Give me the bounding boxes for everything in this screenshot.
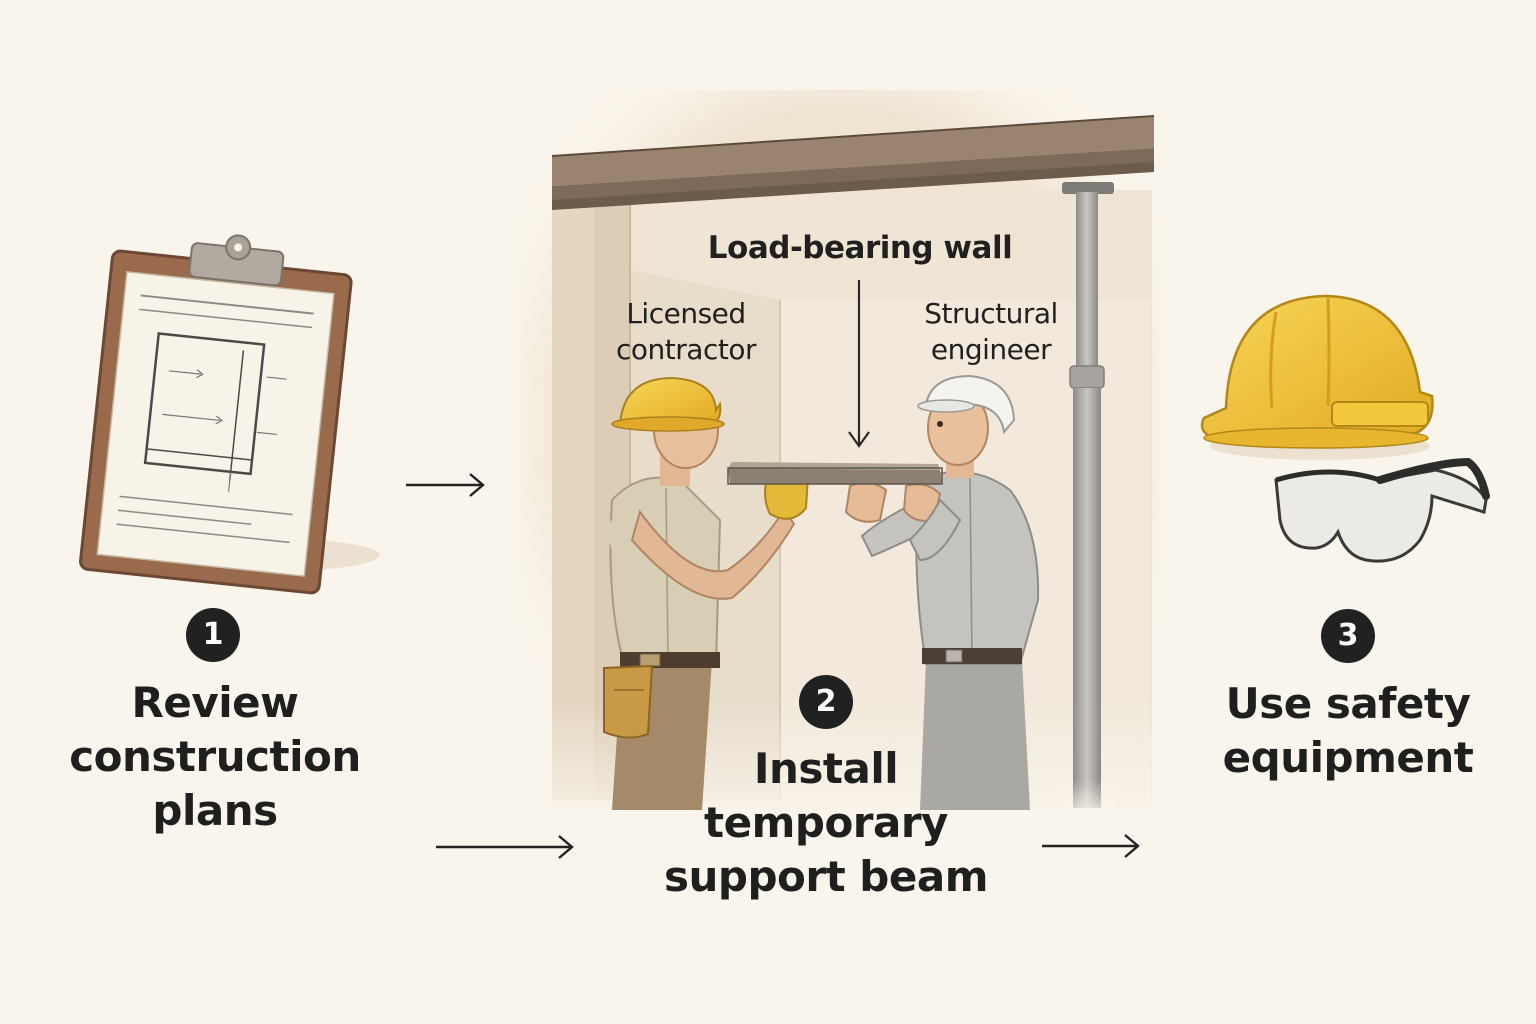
structural-engineer-line-1: Structural bbox=[924, 297, 1058, 330]
step-1-line-1: Review bbox=[131, 678, 299, 727]
hard-hat-and-goggles-icon bbox=[1200, 294, 1490, 563]
temporary-beam-icon bbox=[727, 462, 943, 485]
step-1-title: Review construction plans bbox=[50, 676, 380, 838]
structural-engineer-label: Structural engineer bbox=[900, 296, 1082, 368]
load-bearing-wall-label: Load-bearing wall bbox=[707, 230, 1013, 266]
step-3-title: Use safety equipment bbox=[1190, 677, 1506, 785]
step-1-line-2: construction bbox=[69, 732, 361, 781]
licensed-contractor-line-2: contractor bbox=[616, 333, 756, 366]
steel-beam-icon bbox=[551, 115, 1155, 210]
step-1-badge: 1 bbox=[186, 608, 240, 662]
licensed-contractor-line-1: Licensed bbox=[626, 297, 746, 330]
clipboard-icon bbox=[79, 234, 380, 595]
structural-engineer-figure bbox=[844, 374, 1040, 810]
step-3-line-1: Use safety bbox=[1225, 679, 1471, 728]
arrow-step2-to-step3 bbox=[1042, 834, 1140, 858]
step-2-badge: 2 bbox=[799, 675, 853, 729]
step-1-line-3: plans bbox=[152, 786, 278, 835]
step-2-title: Install temporary support beam bbox=[650, 742, 1002, 904]
step-2-line-1: Install bbox=[753, 744, 899, 793]
step-2-line-3: support beam bbox=[664, 852, 988, 901]
licensed-contractor-label: Licensed contractor bbox=[596, 296, 776, 368]
arrow-step1-to-step2-upper bbox=[406, 473, 485, 497]
structural-engineer-line-2: engineer bbox=[930, 333, 1052, 366]
step-3-line-2: equipment bbox=[1222, 733, 1474, 782]
adjustable-post-icon bbox=[1058, 182, 1116, 820]
wall-pointer-arrow bbox=[848, 280, 870, 448]
arrow-step1-to-step2 bbox=[436, 835, 574, 859]
step-3-badge: 3 bbox=[1321, 609, 1375, 663]
step-2-line-2: temporary bbox=[704, 798, 948, 847]
